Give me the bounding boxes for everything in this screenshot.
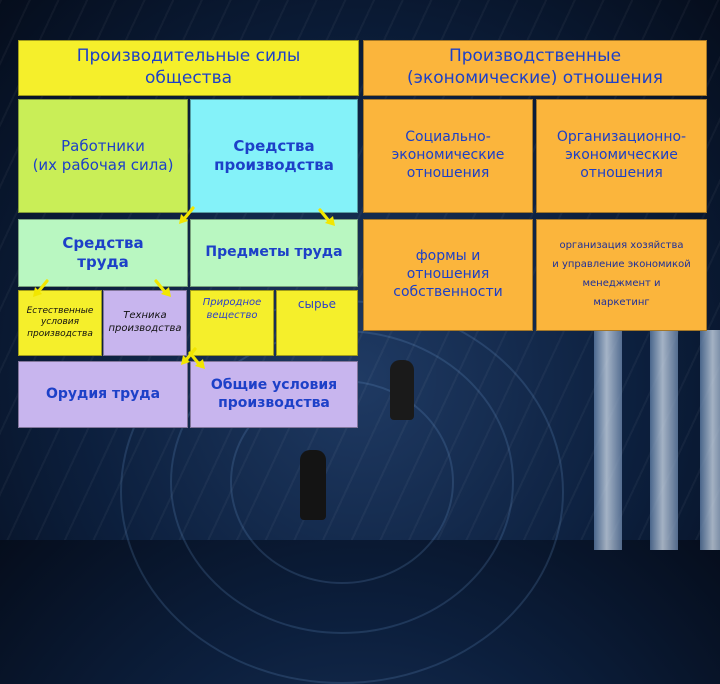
productive-forces-header: Производительные силы общества	[18, 40, 359, 96]
workers-box: Работники (их рабочая сила)	[18, 99, 188, 213]
arrow-down-icon	[30, 278, 52, 300]
background-column	[650, 330, 678, 550]
general-conditions-box: Общие условия производства	[190, 361, 358, 428]
production-relations-header: Производственные (экономические) отношен…	[363, 40, 707, 96]
org-list-item: маркетинг	[593, 297, 649, 310]
tools-of-labor-box: Орудия труда	[18, 361, 188, 428]
raw-material-box: сырье	[276, 290, 358, 356]
arrow-down-icon	[316, 207, 338, 229]
org-list-item: организация хозяйства	[559, 240, 683, 253]
means-of-labor-box: Средства труда	[18, 219, 188, 287]
arrow-down-icon	[152, 278, 174, 300]
organizational-economic-relations-box: Организационно- экономические отношения	[536, 99, 707, 213]
objects-of-labor-box: Предметы труда	[190, 219, 358, 287]
org-management-list: организация хозяйства и управление эконо…	[536, 219, 707, 331]
arrow-down-icon	[186, 350, 208, 372]
means-of-production-box: Средства производства	[190, 99, 358, 213]
background-figure	[390, 360, 414, 420]
natural-substance-box: Природное вещество	[190, 290, 274, 356]
background-figure	[300, 450, 326, 520]
org-list-item: и управление экономикой	[552, 259, 690, 272]
arrow-down-icon	[176, 205, 198, 227]
org-list-item: менеджмент и	[582, 278, 660, 291]
technology-box: Техника производства	[103, 290, 187, 356]
background-column	[700, 330, 720, 550]
background-column	[594, 330, 622, 550]
socio-economic-relations-box: Социально- экономические отношения	[363, 99, 533, 213]
ownership-forms-box: формы и отношения собственности	[363, 219, 533, 331]
